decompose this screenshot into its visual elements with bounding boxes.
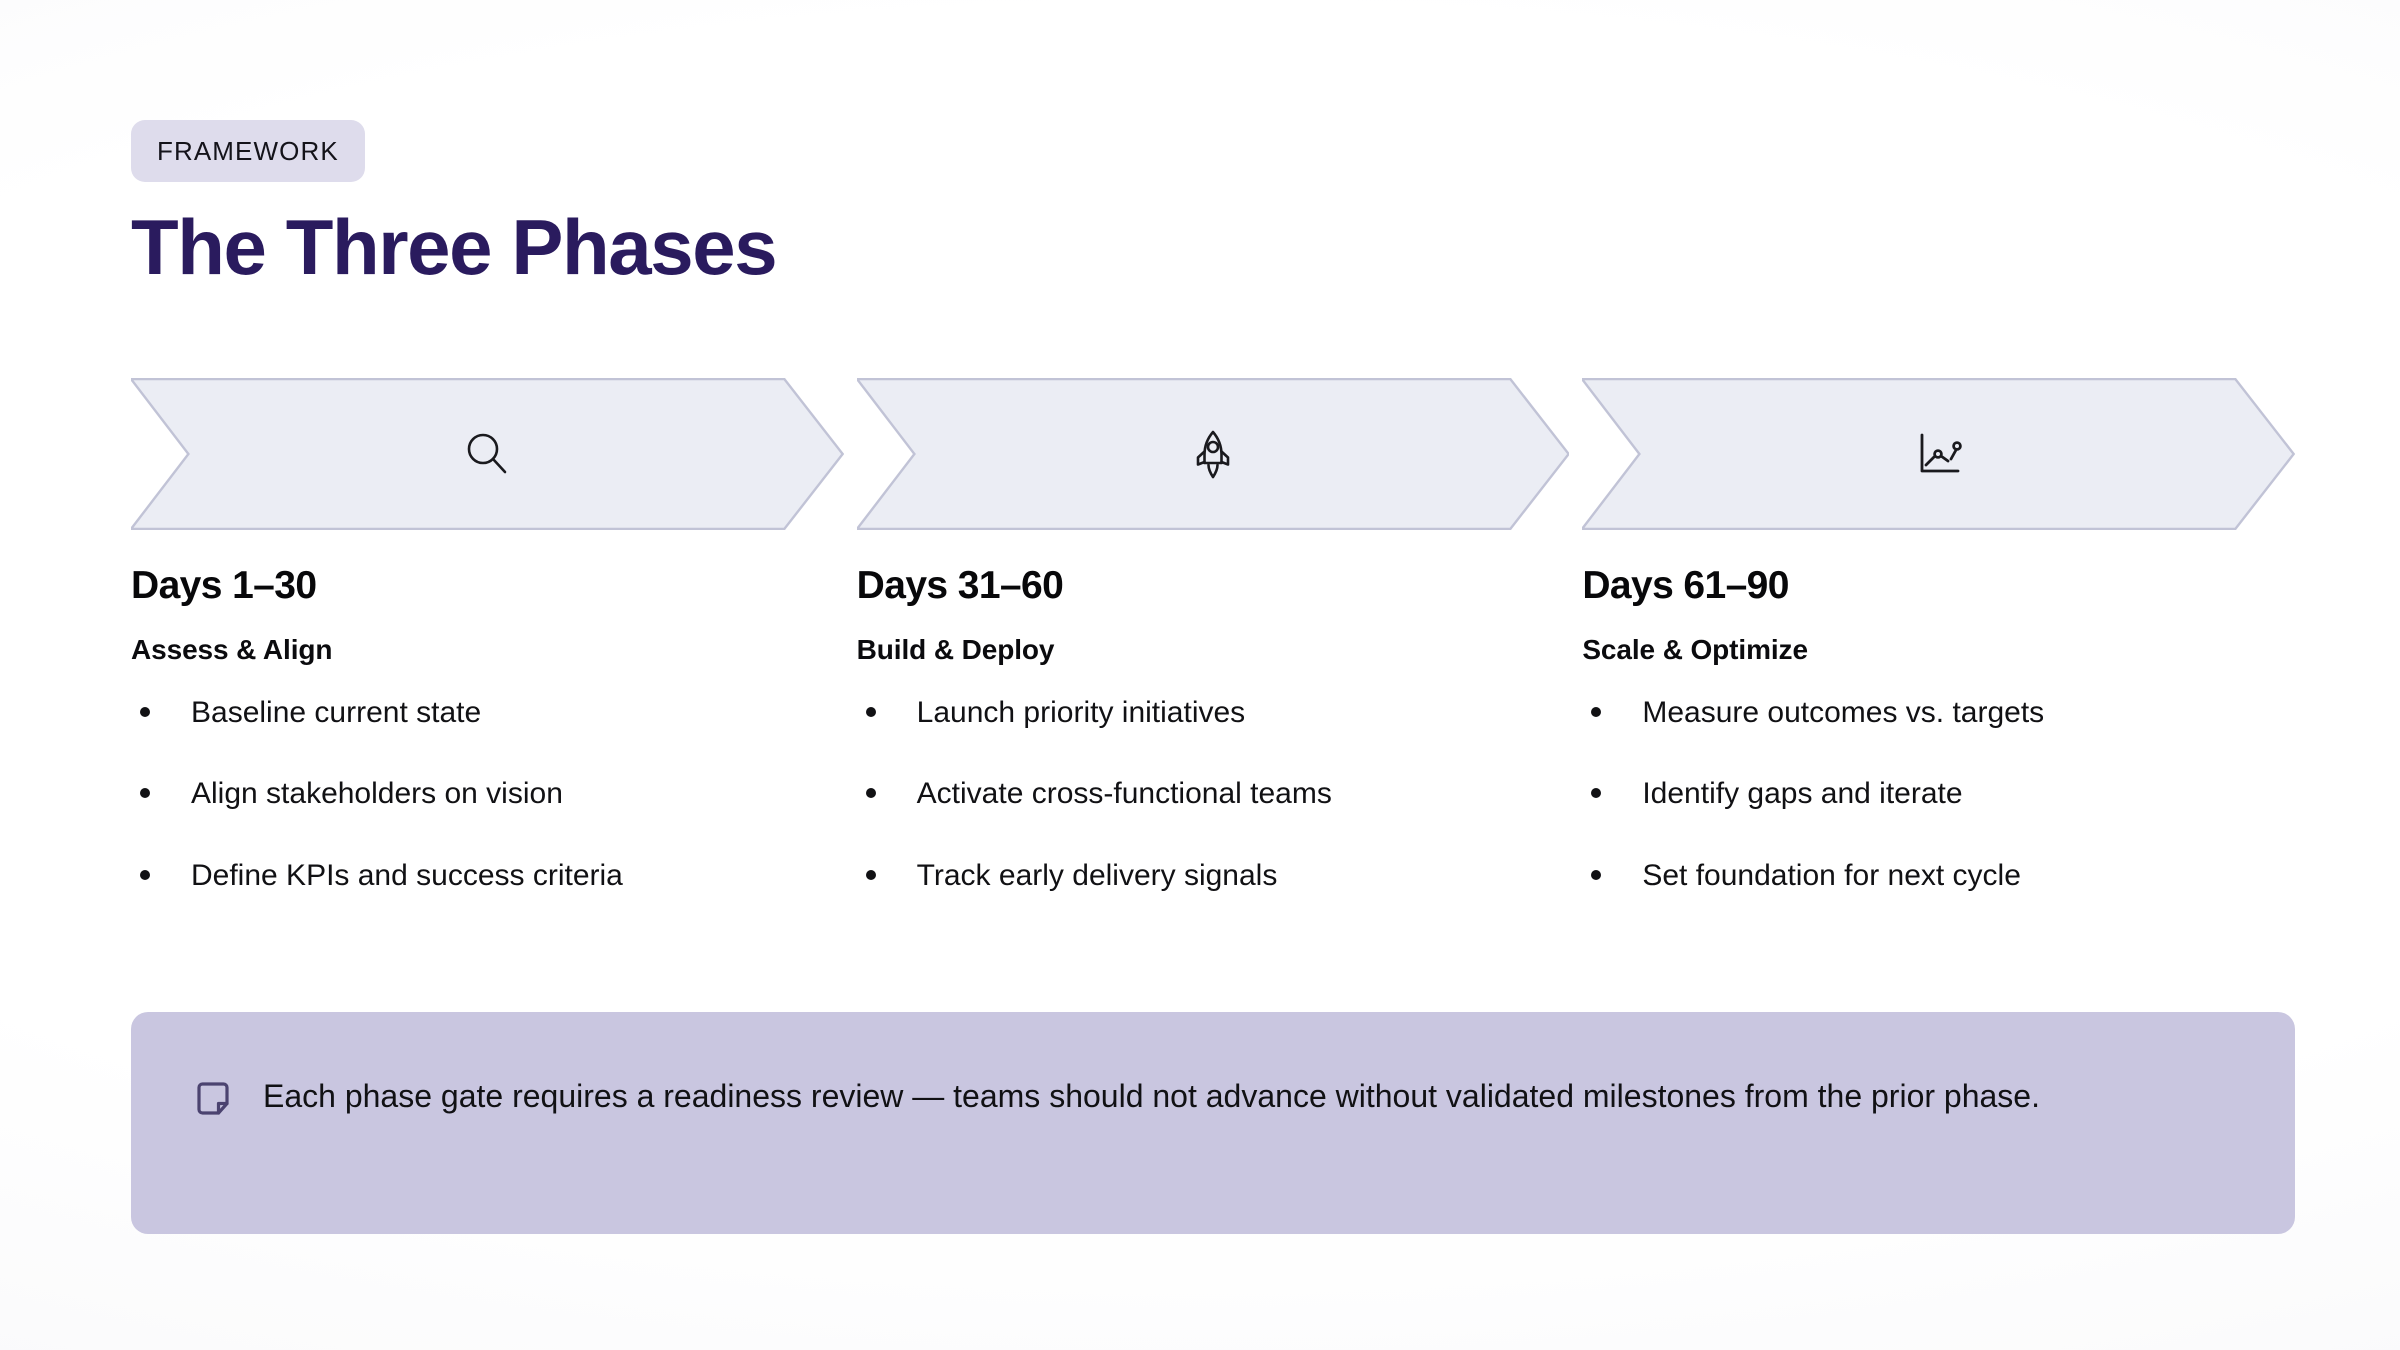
- framework-badge-label: FRAMEWORK: [157, 135, 339, 166]
- callout-text: Each phase gate requires a readiness rev…: [263, 1078, 2040, 1114]
- phase-banner-row: [131, 378, 2295, 530]
- note-icon: [191, 1078, 235, 1122]
- list-item: Identify gaps and iterate: [1582, 775, 2265, 813]
- list-item-label: Launch priority initiatives: [916, 695, 1246, 729]
- phase-column-1: Days 1–30 Assess & Align Baseline curren…: [131, 564, 844, 895]
- framework-badge: FRAMEWORK: [131, 120, 365, 182]
- list-item: Define KPIs and success criteria: [131, 857, 814, 895]
- list-item-label: Identify gaps and iterate: [1642, 777, 1963, 811]
- phase-days-2: Days 31–60: [856, 564, 1064, 607]
- phase-column-3: Days 61–90 Scale & Optimize Measure outc…: [1582, 564, 2295, 895]
- list-item: Activate cross-functional teams: [857, 775, 1540, 813]
- phase-column-2: Days 31–60 Build & Deploy Launch priorit…: [856, 564, 1570, 895]
- bullet-dot-icon: [140, 869, 150, 880]
- list-item-label: Align stakeholders on vision: [191, 777, 563, 811]
- chevron-shape-2: [856, 378, 1570, 530]
- line-chart-icon: [1908, 423, 1970, 485]
- phase-bullet-list-1: Baseline current state Align stakeholder…: [131, 694, 814, 895]
- list-item: Measure outcomes vs. targets: [1582, 694, 2265, 732]
- bullet-dot-icon: [1591, 706, 1602, 717]
- list-item-label: Track early delivery signals: [916, 858, 1278, 892]
- phase-subtitle-1: Assess & Align: [131, 633, 333, 665]
- bullet-dot-icon: [865, 706, 876, 717]
- bullet-dot-icon: [865, 869, 876, 880]
- list-item-label: Activate cross-functional teams: [916, 777, 1332, 811]
- search-icon: [456, 423, 518, 485]
- phase-subtitle-2: Build & Deploy: [856, 633, 1055, 665]
- phase-subtitle-3: Scale & Optimize: [1582, 633, 1808, 665]
- bullet-dot-icon: [865, 788, 876, 799]
- bullet-dot-icon: [1591, 788, 1602, 799]
- bullet-dot-icon: [140, 706, 150, 717]
- list-item-label: Define KPIs and success criteria: [191, 858, 623, 892]
- bullet-dot-icon: [140, 788, 150, 799]
- list-item-label: Set foundation for next cycle: [1642, 858, 2021, 892]
- list-item: Set foundation for next cycle: [1582, 857, 2265, 895]
- rocket-icon: [1182, 423, 1244, 485]
- list-item-label: Baseline current state: [191, 695, 482, 729]
- list-item: Track early delivery signals: [857, 857, 1540, 895]
- phase-banner-3[interactable]: [1582, 378, 2295, 530]
- bullet-dot-icon: [1591, 869, 1602, 880]
- list-item: Launch priority initiatives: [857, 694, 1540, 732]
- phase-banner-1[interactable]: [131, 378, 844, 530]
- phase-columns: Days 1–30 Assess & Align Baseline curren…: [131, 564, 2295, 895]
- phase-banner-2[interactable]: [856, 378, 1570, 530]
- callout-box: Each phase gate requires a readiness rev…: [131, 1012, 2295, 1234]
- list-item-label: Measure outcomes vs. targets: [1642, 695, 2045, 729]
- phase-bullet-list-3: Measure outcomes vs. targets Identify ga…: [1582, 694, 2265, 895]
- page-title: The Three Phases: [131, 203, 778, 291]
- phase-days-1: Days 1–30: [131, 564, 317, 607]
- phase-days-3: Days 61–90: [1582, 564, 1789, 607]
- phase-bullet-list-2: Launch priority initiatives Activate cro…: [857, 694, 1540, 895]
- chevron-shape-1: [131, 378, 844, 530]
- list-item: Baseline current state: [131, 694, 814, 732]
- list-item: Align stakeholders on vision: [131, 775, 814, 813]
